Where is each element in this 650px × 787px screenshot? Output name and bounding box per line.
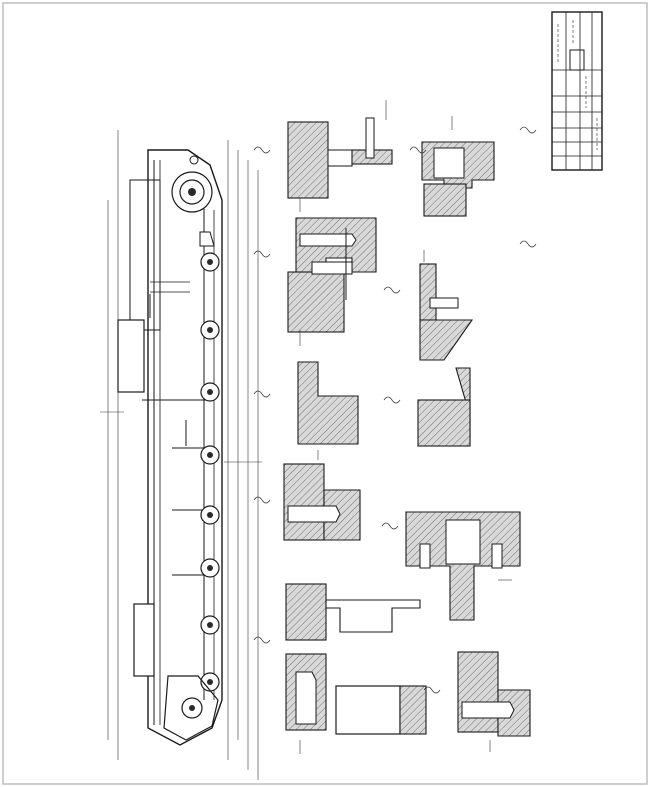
section-detail-channel xyxy=(285,583,421,641)
section-detail-bolt-2 xyxy=(287,217,377,333)
section-detail-bolt-3 xyxy=(283,463,361,541)
section-detail-l-angle-2 xyxy=(417,367,471,447)
section-detail-bolt-4 xyxy=(285,653,427,735)
title-block xyxy=(551,11,603,171)
leader-lines xyxy=(299,100,512,754)
section-detail-clamp xyxy=(419,263,474,361)
road-wheels xyxy=(200,252,220,692)
section-detail-l-angle-1 xyxy=(297,361,359,445)
section-tag-marks xyxy=(253,126,537,694)
section-detail-flange xyxy=(405,511,521,621)
section-detail-bolt-1 xyxy=(421,141,495,217)
section-detail-top-left xyxy=(287,117,393,199)
section-detail-bolt-5 xyxy=(457,651,531,737)
hull-side-assembly xyxy=(100,130,262,780)
